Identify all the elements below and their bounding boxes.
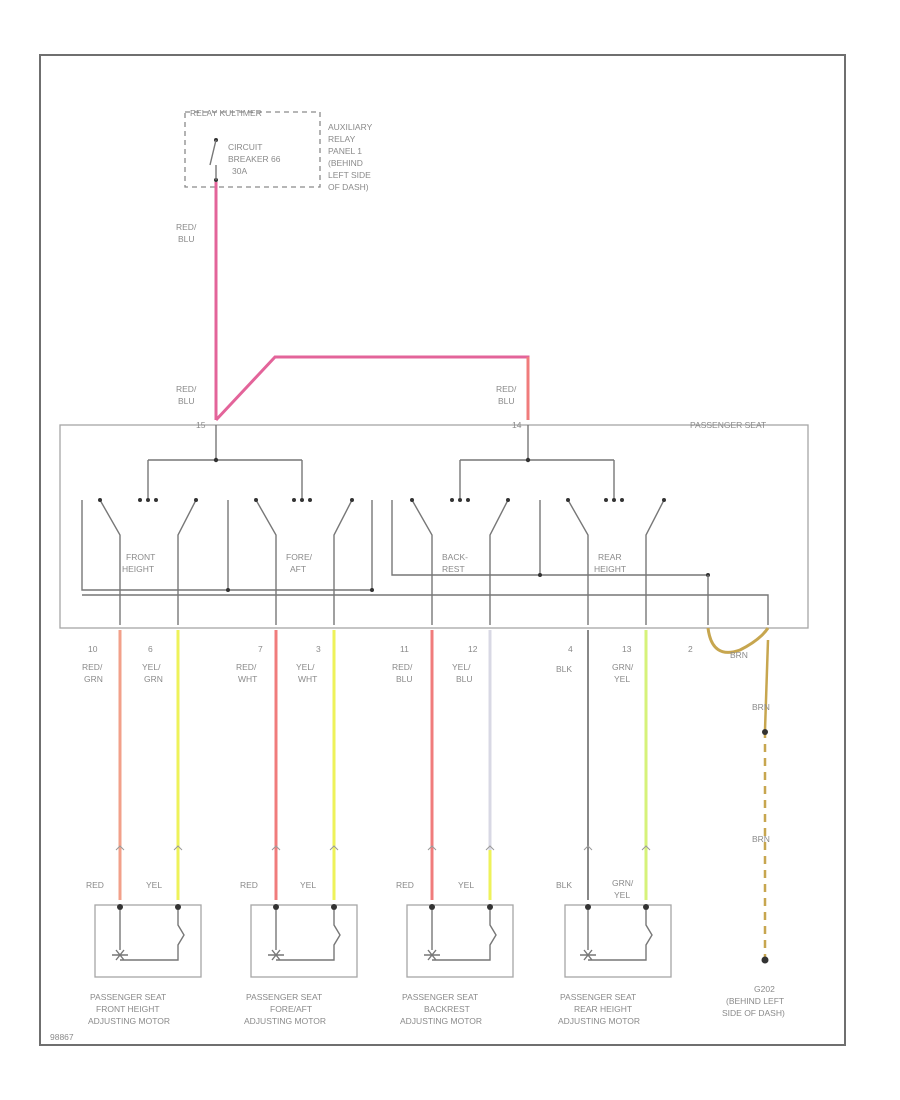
motor-front-height: [94, 904, 202, 978]
location-note-5: LEFT SIDE: [328, 170, 371, 180]
motor-caption: ADJUSTING MOTOR: [558, 1016, 640, 1026]
pin-label: 6: [148, 644, 153, 654]
feed-label-right-1: RED/: [496, 384, 517, 394]
wire-label: YEL: [458, 880, 474, 890]
pin-label: 10: [88, 644, 98, 654]
wire-label: WHT: [298, 674, 317, 684]
relay-panel: RELAY KULTIMER CIRCUIT BREAKER 66 30A AU…: [184, 108, 373, 192]
wire-label: YEL: [614, 890, 630, 900]
breaker-label-2: BREAKER 66: [228, 154, 281, 164]
location-note-2: RELAY: [328, 134, 356, 144]
feed-label-left-2: BLU: [178, 396, 195, 406]
wire-label: BLK: [556, 880, 572, 890]
motor-caption: ADJUSTING MOTOR: [400, 1016, 482, 1026]
motor-caption: FRONT HEIGHT: [96, 1004, 160, 1014]
motor-backrest: [406, 904, 514, 978]
location-note-3: PANEL 1: [328, 146, 362, 156]
wire-label: RED: [396, 880, 414, 890]
ground-wire-label: BRN: [730, 650, 748, 660]
input-pin-right: 14: [512, 420, 522, 430]
wire-label: GRN/: [612, 662, 634, 672]
harness-wires: [115, 627, 770, 964]
wire-label: GRN: [144, 674, 163, 684]
wire-label: GRN/: [612, 878, 634, 888]
feed-label-top-1: RED/: [176, 222, 197, 232]
switch-label-rear-1: REAR: [598, 552, 622, 562]
motor-caption: ADJUSTING MOTOR: [244, 1016, 326, 1026]
seat-switch-box: [59, 424, 809, 629]
wire-labels-lower: RED YEL RED YEL RED YEL BLK GRN/ YEL: [86, 878, 634, 900]
pin-label: 7: [258, 644, 263, 654]
feed-label-right-2: BLU: [498, 396, 515, 406]
connector-pins: 10 6 7 3 11 12 4 13 2: [88, 644, 693, 654]
switch-label-front-1: FRONT: [126, 552, 155, 562]
ground-id: G202: [754, 984, 775, 994]
ground-wire-label: BRN: [752, 702, 770, 712]
wire-label: YEL/: [452, 662, 471, 672]
diagram-frame: [39, 54, 846, 1046]
motor-caption: PASSENGER SEAT: [560, 992, 636, 1002]
location-note-6: OF DASH): [328, 182, 369, 192]
motor-caption: PASSENGER SEAT: [90, 992, 166, 1002]
pin-label: 11: [400, 644, 409, 654]
motor-caption: PASSENGER SEAT: [246, 992, 322, 1002]
ground-location-1: (BEHIND LEFT: [726, 996, 784, 1006]
feed-label-left-1: RED/: [176, 384, 197, 394]
wire-labels-upper: RED/ GRN YEL/ GRN RED/ WHT YEL/ WHT RED/…: [82, 650, 770, 844]
location-note-4: (BEHIND: [328, 158, 363, 168]
wire-label: YEL/: [296, 662, 315, 672]
pin-label: 2: [688, 644, 693, 654]
pin-label: 12: [468, 644, 478, 654]
switch-label-rear-2: HEIGHT: [594, 564, 626, 574]
ground-location-2: SIDE OF DASH): [722, 1008, 785, 1018]
switch-label-back-1: BACK-: [442, 552, 468, 562]
motor-caption: FORE/AFT: [270, 1004, 312, 1014]
wire-label: RED: [240, 880, 258, 890]
wire-label: WHT: [238, 674, 257, 684]
motors: [94, 904, 672, 978]
wire-label: RED/: [236, 662, 257, 672]
wire-label: YEL: [300, 880, 316, 890]
wire-label: BLK: [556, 664, 572, 674]
wire-label: RED/: [82, 662, 103, 672]
wire-label: GRN: [84, 674, 103, 684]
switch-contacts: [138, 498, 624, 502]
feed-wire: RED/ BLU RED/ BLU RED/ BLU: [176, 182, 530, 422]
breaker-label-3: 30A: [232, 166, 247, 176]
relay-panel-border: [184, 111, 321, 188]
pin-label: 4: [568, 644, 573, 654]
motor-caption: PASSENGER SEAT: [402, 992, 478, 1002]
wire-label: BLU: [396, 674, 413, 684]
pin-label: 13: [622, 644, 632, 654]
feed-label-top-2: BLU: [178, 234, 195, 244]
motor-caption: ADJUSTING MOTOR: [88, 1016, 170, 1026]
footer-id: 98867: [50, 1032, 74, 1042]
relay-panel-title: RELAY KULTIMER: [190, 108, 262, 118]
switch-label-front-2: HEIGHT: [122, 564, 154, 574]
seat-switch-assembly: PASSENGER SEAT 15 14: [59, 420, 809, 629]
seat-switch-title: PASSENGER SEAT: [690, 420, 766, 430]
wire-label: RED/: [392, 662, 413, 672]
motor-fore-aft: [250, 904, 358, 978]
switch-label-back-2: REST: [442, 564, 465, 574]
breaker-label-1: CIRCUIT: [228, 142, 262, 152]
switch-label-fore-2: AFT: [290, 564, 306, 574]
motor-caption: BACKREST: [424, 1004, 470, 1014]
motor-caption: REAR HEIGHT: [574, 1004, 632, 1014]
wire-label: YEL: [614, 674, 630, 684]
wire-label: RED: [86, 880, 104, 890]
wire-label: BLU: [456, 674, 473, 684]
motor-rear-height: [564, 904, 672, 978]
ground-wire-label: BRN: [752, 834, 770, 844]
location-note-1: AUXILIARY: [328, 122, 373, 132]
pin-label: 3: [316, 644, 321, 654]
motor-captions: PASSENGER SEAT FRONT HEIGHT ADJUSTING MO…: [88, 992, 640, 1026]
ground-caption: G202 (BEHIND LEFT SIDE OF DASH): [722, 984, 785, 1018]
wire-label: YEL: [146, 880, 162, 890]
input-pin-left: 15: [196, 420, 206, 430]
wire-label: YEL/: [142, 662, 161, 672]
switch-label-fore-1: FORE/: [286, 552, 313, 562]
